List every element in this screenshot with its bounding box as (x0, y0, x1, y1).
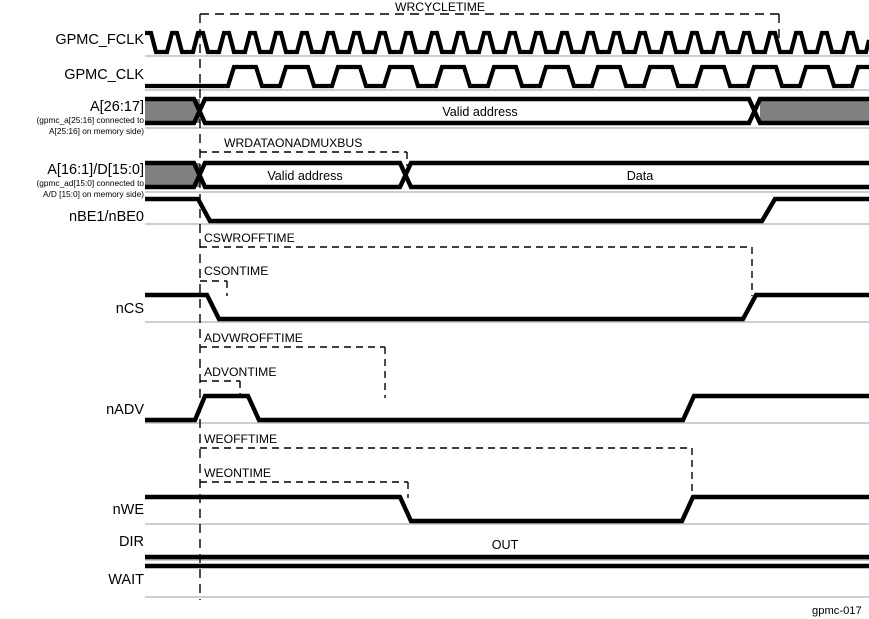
signal-label-gpmc-clk: GPMC_CLK (64, 67, 144, 83)
waveform-nadv (145, 393, 869, 423)
timing-label-csontime: CSONTIME (204, 264, 268, 278)
signal-label-nbe: nBE1/nBE0 (69, 209, 144, 225)
signal-name-text: GPMC_CLK (64, 67, 144, 83)
bus-hiz-block-left (145, 99, 200, 123)
waveform-a-26-17 (145, 96, 869, 126)
waveform-nwe (145, 494, 869, 524)
waveform-ad-bus (145, 160, 869, 190)
signal-name-text: nCS (115, 301, 144, 317)
bus-envelope-top (145, 160, 869, 190)
signal-label-nwe: nWE (112, 502, 144, 518)
timing-label-text: WRCYCLETIME (395, 0, 486, 14)
signal-name-text: DIR (119, 534, 144, 550)
bus-value-text: Valid address (442, 105, 518, 119)
timing-label-advontime: ADVONTIME (204, 365, 276, 379)
figure-caption: gpmc-017 (812, 605, 862, 617)
timing-label-wrdataonadmuxbus: WRDATAONADMUXBUS (224, 136, 362, 150)
baseline-group (145, 55, 869, 598)
timing-label-weofftime: WEOFFTIME (204, 432, 277, 446)
signal-name-text: A[16:1]/D[15:0] (47, 162, 144, 178)
bus-hiz-block-right (760, 99, 869, 123)
signal-subnote-line2: A[25:16] on memory side) (49, 125, 144, 136)
signal-name-text: nADV (106, 402, 144, 418)
bus-value-ad-valid-address: Valid address (205, 169, 405, 183)
bus-envelope-top (145, 96, 869, 126)
signal-label-wait: WAIT (108, 572, 144, 588)
bus-value-ad-data: Data (500, 169, 780, 183)
timing-label-text: WEONTIME (204, 466, 272, 480)
dashed-annotation-group (199, 13, 780, 600)
signal-name-text: nWE (112, 502, 144, 518)
signal-subnote-line2: A/D [15:0] on memory side) (43, 188, 144, 199)
timing-label-weontime: WEONTIME (204, 466, 271, 480)
signal-label-dir: DIR (119, 534, 144, 550)
signal-label-gpmc-fclk: GPMC_FCLK (55, 32, 144, 48)
bus-value-a-valid-address: Valid address (300, 105, 660, 119)
bus-envelope-bottom (145, 160, 869, 190)
signal-name-text: nBE1/nBE0 (69, 209, 144, 225)
timing-label-text: WEOFFTIME (204, 432, 278, 446)
signal-label-ad-bus: A[16:1]/D[15:0] (gpmc_ad[15:0] connected… (36, 162, 144, 199)
signal-label-ncs: nCS (115, 301, 144, 317)
signal-name-text: A[26:17] (89, 99, 144, 115)
timing-label-cswrofftime: CSWROFFTIME (204, 231, 295, 245)
signal-name-text: WAIT (108, 572, 144, 588)
bus-value-text: Valid address (267, 169, 343, 183)
signal-subnote-line1: (gpmc_ad[15:0] connected to (36, 178, 144, 189)
signal-label-a-26-17: A[26:17] (gpmc_a[25:16] connected to A[2… (36, 99, 144, 136)
timing-label-text: ADVWROFFTIME (204, 331, 303, 345)
signal-name-text: GPMC_FCLK (55, 32, 144, 48)
timing-label-text: CSONTIME (204, 264, 269, 278)
bus-value-text: Data (626, 169, 654, 183)
waveform-gpmc-clk (145, 64, 869, 89)
bus-value-dir-out: OUT (390, 538, 620, 552)
timing-label-text: WRDATAONADMUXBUS (224, 136, 363, 150)
waveform-nbe (145, 196, 869, 224)
timing-label-text: ADVONTIME (204, 365, 277, 379)
signal-label-nadv: nADV (106, 402, 144, 418)
bus-hiz-block-left (145, 163, 200, 187)
signal-subnote-line1: (gpmc_a[25:16] connected to (36, 115, 144, 126)
figure-caption-text: gpmc-017 (812, 605, 862, 617)
bus-envelope-bottom (145, 96, 869, 126)
bus-value-text: OUT (491, 538, 519, 552)
waveform-ncs (145, 292, 869, 322)
timing-label-wrcycletime: WRCYCLETIME (395, 0, 485, 14)
waveform-gpmc-fclk (145, 30, 869, 55)
timing-label-advwrofftime: ADVWROFFTIME (204, 331, 303, 345)
timing-label-text: CSWROFFTIME (204, 231, 295, 245)
